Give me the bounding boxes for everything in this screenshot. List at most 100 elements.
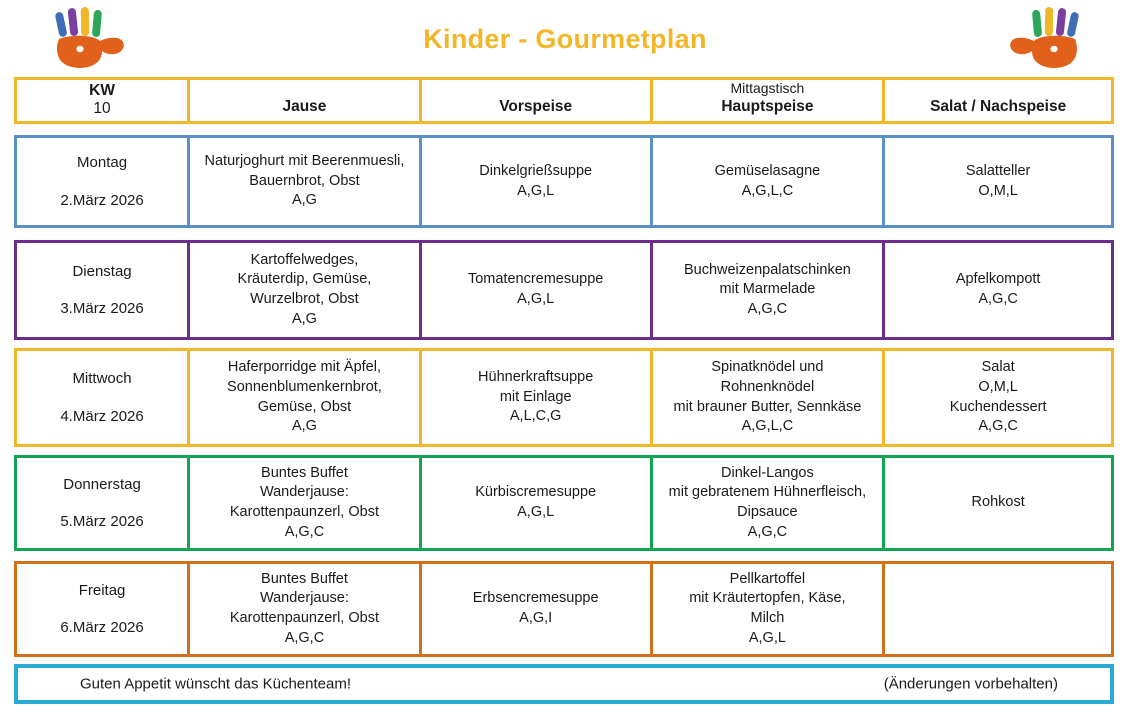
jause-allergens: A,G (291, 310, 317, 327)
day-name: Donnerstag (63, 475, 141, 493)
jause-line: Buntes Buffet (261, 570, 348, 587)
kw-label: KW (89, 81, 115, 99)
footer-bar: Guten Appetit wünscht das Küchenteam! (Ä… (14, 664, 1114, 704)
hauptspeise-allergens: A,G,C (747, 300, 788, 317)
hauptspeise-line: Rohnenknödel (720, 378, 815, 395)
nachspeise-cell: Rohkost (882, 458, 1111, 548)
vorspeise-line: Erbsencremesuppe (472, 590, 599, 607)
kw-number: 10 (93, 99, 111, 117)
vorspeise-line: Dinkelgrießsuppe (479, 162, 593, 179)
hauptspeise-line: Dipsauce (737, 504, 798, 520)
nachspeise-line: Salatteller (965, 162, 1031, 179)
hauptspeise-allergens: A,G,L (748, 629, 786, 646)
vorspeise-allergens: A,G,L (517, 182, 555, 199)
hauptspeise-line: Pellkartoffel (729, 570, 806, 587)
hauptspeise-label: Hauptspeise (721, 98, 814, 116)
table-header-row: KW 10 Jause Vorspeise Mittagstisch Haupt… (14, 77, 1114, 124)
jause-line: Karottenpaunzerl, Obst (229, 610, 379, 626)
header-cell-vorspeise: Vorspeise (418, 80, 650, 121)
nachspeise-line: Apfelkompott (955, 271, 1041, 288)
jause-line: Naturjoghurt mit Beerenmuesli, (204, 153, 405, 170)
hauptspeise-line: mit gebratenem Hühnerfleisch, (668, 484, 867, 501)
hand-logo-left (38, 6, 134, 72)
hauptspeise-allergens: A,G,C (747, 523, 788, 540)
nachspeise-line: Kuchendessert (949, 398, 1047, 415)
footer-disclaimer: (Änderungen vorbehalten) (883, 675, 1058, 693)
nachspeise-allergens: O,M,L (978, 182, 1018, 199)
day-name: Freitag (78, 581, 126, 599)
footer-greeting: Guten Appetit wünscht das Küchenteam! (80, 675, 352, 693)
day-date: 2.März 2026 (60, 191, 144, 209)
jause-line: Wanderjause: (259, 484, 349, 501)
jause-line: Bauernbrot, Obst (249, 172, 360, 189)
salat-nachspeise-label: Salat / Nachspeise (930, 98, 1067, 116)
hauptspeise-cell: Dinkel-Langos mit gebratenem Hühnerfleisc… (649, 458, 883, 548)
vorspeise-allergens: A,G,L (517, 504, 555, 520)
jause-label: Jause (282, 98, 327, 116)
nachspeise-line: Rohkost (971, 494, 1025, 511)
header-cell-hauptspeise: Mittagstisch Hauptspeise (649, 79, 883, 121)
hauptspeise-cell: Pellkartoffel mit Kräutertopfen, Käse, Mil… (649, 564, 883, 654)
jause-line: Haferporridge mit Äpfel, (227, 359, 381, 376)
day-row: Montag 2.März 2026 Naturjoghurt mit Beeren… (14, 135, 1114, 228)
hauptspeise-line: Spinatknödel und (711, 359, 824, 376)
jause-line: Gemüse, Obst (257, 398, 352, 415)
header-cell-salat-nachspeise: Salat / Nachspeise (882, 80, 1111, 121)
day-date: 3.März 2026 (60, 300, 144, 317)
mittagstisch-label: Mittagstisch (730, 79, 805, 96)
jause-line: Wurzelbrot, Obst (250, 291, 359, 307)
day-date: 5.März 2026 (60, 513, 144, 530)
jause-allergens: A,G (291, 192, 317, 209)
hauptspeise-line: mit Marmelade (719, 281, 816, 298)
vorspeise-line: mit Einlage (499, 388, 572, 405)
vorspeise-line: Tomatencremesuppe (467, 271, 604, 288)
hauptspeise-line: mit Kräutertopfen, Käse, (689, 590, 846, 607)
page-title: Kinder - Gourmetplan (423, 24, 707, 54)
hand-logo-right (1000, 6, 1096, 72)
hauptspeise-allergens: A,G,L,C (741, 182, 794, 199)
day-name: Montag (77, 154, 128, 171)
day-name-cell: Montag 2.März 2026 (17, 138, 187, 225)
hauptspeise-line: Dinkel-Langos (721, 464, 814, 481)
jause-allergens: A,G,C (284, 629, 325, 646)
day-name-cell: Dienstag 3.März 2026 (17, 243, 187, 337)
jause-line: Wanderjause: (259, 590, 349, 607)
jause-allergens: A,G (291, 418, 317, 435)
hauptspeise-line: Milch (750, 610, 785, 626)
page-header: Kinder - Gourmetplan (0, 0, 1130, 76)
vorspeise-allergens: A,G,L (517, 291, 555, 307)
nachspeise-line: O,M,L (978, 378, 1018, 395)
vorspeise-line: Kürbiscremesuppe (475, 484, 597, 501)
hauptspeise-line: Buchweizenpalatschinken (683, 261, 851, 278)
jause-cell: Naturjoghurt mit Beerenmuesli, Bauernbrot… (187, 138, 419, 225)
day-name: Dienstag (72, 262, 132, 280)
jause-line: Kräuterdip, Gemüse, (237, 271, 372, 288)
day-name-cell: Freitag 6.März 2026 (17, 564, 187, 654)
nachspeise-allergens: A,G,C (978, 418, 1018, 435)
day-date: 6.März 2026 (60, 619, 144, 636)
hauptspeise-line: Gemüselasagne (714, 162, 821, 179)
header-cell-jause: Jause (187, 80, 419, 121)
day-name-cell: Donnerstag 5.März 2026 (17, 458, 187, 548)
jause-allergens: A,G,C (284, 523, 325, 540)
header-cell-kw: KW 10 (17, 80, 187, 121)
vorspeise-allergens: A,G,I (519, 610, 553, 626)
nachspeise-line: Salat (981, 359, 1015, 376)
vorspeise-label: Vorspeise (499, 98, 573, 116)
jause-line: Sonnenblumenkernbrot, (227, 378, 382, 395)
